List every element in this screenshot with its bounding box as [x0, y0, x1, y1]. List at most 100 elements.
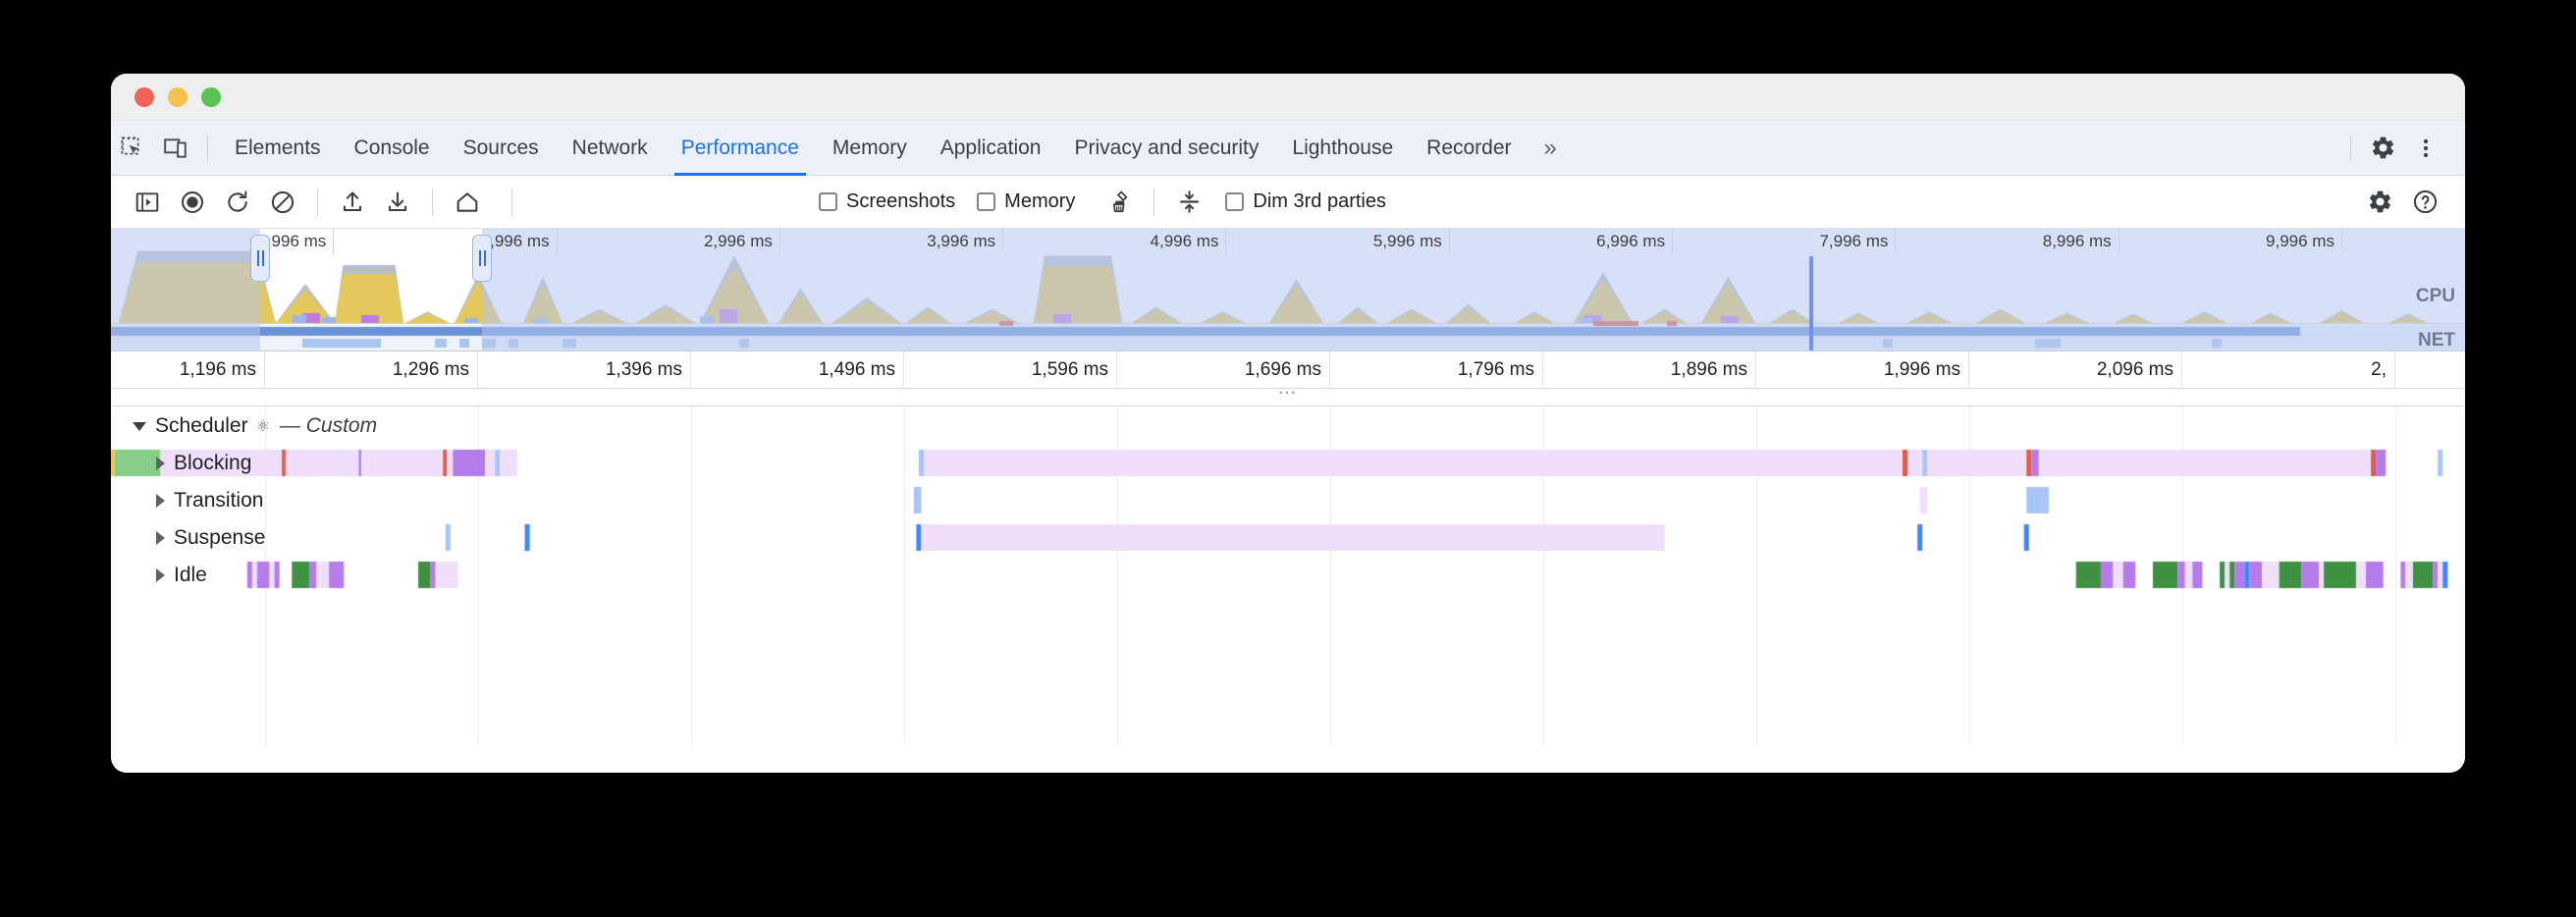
group-header-scheduler[interactable]: Scheduler ⚛ — Custom	[133, 406, 377, 446]
upload-profile-icon[interactable]	[330, 180, 375, 225]
toggle-sidebar-icon[interactable]	[125, 180, 170, 225]
group-name: Scheduler	[155, 414, 248, 437]
checkbox-label: Screenshots	[846, 190, 956, 212]
detail-ruler-tick: 1,396 ms	[478, 351, 691, 389]
zoom-window-button[interactable]	[201, 86, 221, 107]
overview-window-left-handle[interactable]	[250, 235, 270, 282]
chevron-down-icon[interactable]	[133, 421, 146, 431]
record-icon[interactable]	[170, 180, 215, 225]
memory-checkbox[interactable]: Memory	[977, 190, 1075, 213]
track-name: Suspense	[174, 526, 266, 549]
tabbar-right-group	[2340, 127, 2465, 170]
capture-settings-icon[interactable]	[2357, 180, 2402, 225]
devtools-tabbar: Elements Console Sources Network Perform…	[111, 121, 2465, 176]
settings-gear-icon[interactable]	[2361, 127, 2404, 170]
tab-elements[interactable]: Elements	[218, 121, 338, 176]
toolbar-divider-1	[317, 188, 318, 216]
tab-console[interactable]: Console	[338, 121, 447, 176]
tab-label: Privacy and security	[1074, 135, 1260, 159]
tabbar-divider	[207, 135, 208, 161]
tab-sources[interactable]: Sources	[447, 121, 556, 176]
checkbox-box[interactable]	[819, 192, 837, 211]
tab-performance[interactable]: Performance	[665, 121, 816, 176]
more-tabs-icon[interactable]: »	[1529, 121, 1573, 176]
collect-garbage-icon[interactable]	[1097, 180, 1142, 225]
chevron-right-icon[interactable]	[156, 457, 165, 470]
chevron-right-icon[interactable]	[156, 494, 165, 508]
detail-ruler-tick: 1,996 ms	[1756, 351, 1969, 389]
detail-ruler-tick: 2,	[2182, 351, 2395, 389]
minimize-window-button[interactable]	[168, 86, 188, 107]
detail-ruler-tick: 1,196 ms	[111, 351, 265, 389]
track-row-suspense[interactable]: Suspense	[111, 518, 2465, 558]
browser-window: Elements Console Sources Network Perform…	[111, 74, 2465, 773]
tab-label: Sources	[462, 135, 539, 159]
cpu-track-label: CPU	[2415, 286, 2455, 306]
group-suffix: — Custom	[279, 414, 378, 437]
detail-ruler-tick: 1,896 ms	[1543, 351, 1756, 389]
inspect-element-icon[interactable]	[111, 127, 154, 170]
flame-chart[interactable]: Scheduler ⚛ — Custom Blocking Transition…	[111, 406, 2465, 745]
screenshots-checkbox[interactable]: Screenshots	[819, 190, 955, 213]
reload-and-record-icon[interactable]	[215, 180, 260, 225]
tab-label: Memory	[832, 135, 907, 159]
tab-label: Lighthouse	[1292, 135, 1394, 159]
help-icon[interactable]	[2402, 180, 2447, 225]
detail-ruler-tick: 1,296 ms	[265, 351, 478, 389]
track-header-blocking[interactable]: Blocking	[156, 444, 251, 483]
tab-memory[interactable]: Memory	[816, 121, 924, 176]
overview-window-right-handle[interactable]	[472, 235, 492, 282]
track-header-transition[interactable]: Transition	[156, 481, 263, 520]
track-name: Blocking	[174, 452, 252, 474]
close-window-button[interactable]	[134, 86, 154, 107]
tab-label: Application	[939, 135, 1042, 159]
checkbox-box[interactable]	[1225, 192, 1245, 211]
detail-ruler-tick: 1,796 ms	[1330, 351, 1543, 389]
tabbar-right-divider	[2350, 135, 2351, 161]
tab-label: Console	[353, 135, 430, 159]
tab-label: Network	[571, 135, 648, 159]
performance-toolbar: Screenshots Memory Dim 3rd parties	[111, 176, 2465, 229]
net-track-label: NET	[2418, 330, 2455, 351]
tab-lighthouse[interactable]: Lighthouse	[1275, 121, 1410, 176]
react-atom-icon: ⚛	[255, 418, 270, 435]
expand-collapse-icon[interactable]	[1166, 180, 1211, 225]
checkbox-label: Memory	[1004, 190, 1076, 212]
flame-chart-empty-area	[111, 745, 2465, 773]
more-tabs-label: »	[1543, 134, 1557, 161]
track-row-transition[interactable]: Transition	[111, 481, 2465, 520]
dim-3rd-parties-checkbox[interactable]: Dim 3rd parties	[1225, 190, 1386, 213]
cpu-net-overview-graph[interactable]	[111, 229, 2465, 351]
toolbar-divider-3	[511, 188, 512, 216]
tab-recorder[interactable]: Recorder	[1410, 121, 1528, 176]
toolbar-divider-2	[432, 188, 433, 216]
pane-resize-handle[interactable]: ⋯	[111, 384, 2465, 406]
detail-ruler-tick: 2,096 ms	[1969, 351, 2182, 389]
detail-ruler-tick: 1,596 ms	[904, 351, 1117, 389]
detail-ruler-tick: 1,696 ms	[1117, 351, 1330, 389]
chevron-right-icon[interactable]	[156, 531, 165, 545]
track-row-scheduler[interactable]: Scheduler ⚛ — Custom	[111, 406, 2465, 446]
tab-application[interactable]: Application	[924, 121, 1058, 176]
chevron-right-icon[interactable]	[156, 568, 165, 582]
tab-network[interactable]: Network	[556, 121, 665, 176]
flame-chart-canvas[interactable]	[111, 406, 2465, 745]
more-options-icon[interactable]	[2404, 127, 2447, 170]
window-titlebar	[111, 74, 2465, 121]
device-toolbar-icon[interactable]	[154, 127, 197, 170]
track-name: Transition	[174, 489, 264, 512]
clear-icon[interactable]	[260, 180, 305, 225]
track-row-blocking[interactable]: Blocking	[111, 444, 2465, 483]
checkbox-box[interactable]	[977, 192, 996, 211]
track-row-idle[interactable]: Idle	[111, 556, 2465, 595]
perf-toolbar-right-group	[2357, 180, 2465, 225]
detail-ruler-tick: 1,496 ms	[691, 351, 904, 389]
track-header-suspense[interactable]: Suspense	[156, 518, 265, 558]
track-header-idle[interactable]: Idle	[156, 556, 207, 595]
checkbox-label: Dim 3rd parties	[1253, 190, 1387, 212]
tab-privacy-and-security[interactable]: Privacy and security	[1057, 121, 1275, 176]
home-icon[interactable]	[445, 180, 490, 225]
download-profile-icon[interactable]	[375, 180, 420, 225]
